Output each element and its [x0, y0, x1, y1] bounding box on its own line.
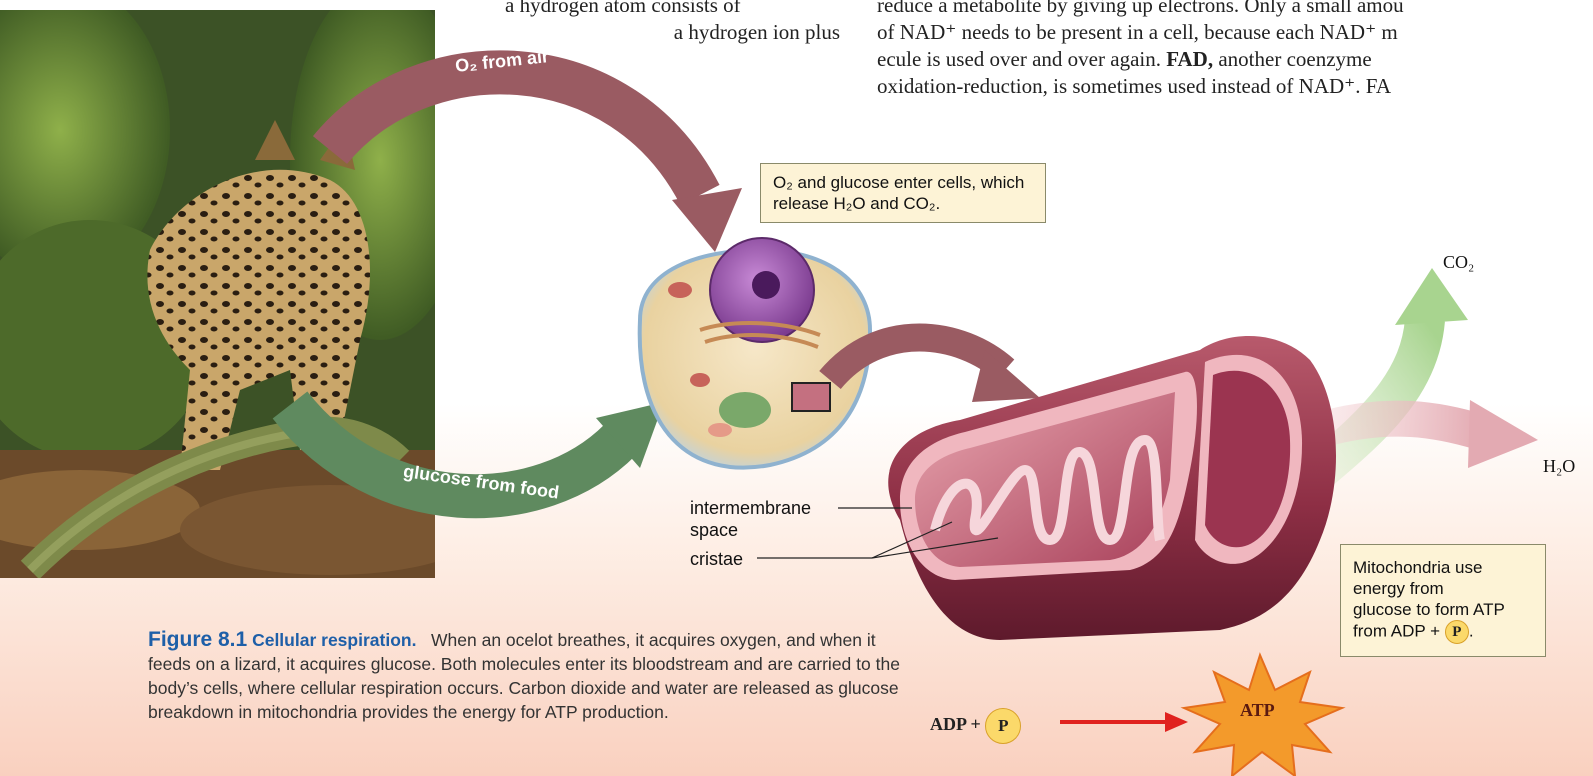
mito-callout-line: glucose to form ATP [1353, 599, 1533, 620]
mito-callout-line: Mitochondria use [1353, 557, 1533, 578]
h2o-arrow-head [1468, 400, 1538, 468]
mitochondrion [888, 336, 1336, 640]
mito-callout-line: energy from [1353, 578, 1533, 599]
o2-arrow [330, 72, 700, 195]
phosphate-icon: P [985, 708, 1021, 744]
adp-label: ADP + P [930, 708, 1021, 744]
animal-cell [640, 238, 870, 468]
cristae-label: cristae [690, 548, 743, 570]
co2-label: CO₂ [1443, 252, 1474, 273]
figure-title: Cellular respiration. [252, 630, 416, 650]
h2o-label: H₂O [1543, 456, 1575, 477]
label-line: space [690, 519, 811, 541]
h2o-arrow [1320, 419, 1480, 432]
figure-caption: Figure 8.1 Cellular respiration. When an… [148, 628, 908, 724]
label-line: intermembrane [690, 497, 811, 519]
atp-label: ATP [1240, 700, 1275, 721]
intermembrane-space-label: intermembrane space [690, 497, 811, 541]
mito-callout-period: . [1469, 621, 1474, 640]
mitochondrion-box [792, 383, 830, 411]
adp-text: ADP + [930, 714, 981, 734]
phosphate-icon: P [1445, 620, 1469, 644]
figure-number: Figure 8.1 [148, 628, 247, 651]
cell-callout: O₂ and glucose enter cells, which releas… [760, 163, 1046, 223]
mito-callout-line: from ADP + P. [1353, 620, 1533, 644]
mito-callout-adp: from ADP + [1353, 621, 1440, 640]
co2-arrow-head [1395, 268, 1468, 325]
adp-to-atp-arrow-head [1165, 712, 1188, 732]
mito-callout: Mitochondria use energy from glucose to … [1340, 544, 1546, 657]
